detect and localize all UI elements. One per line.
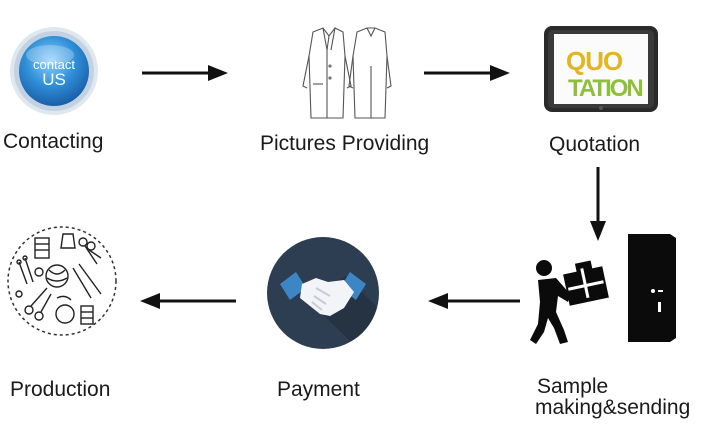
quotation-screen-text-row2: TATION — [568, 75, 642, 102]
arrow-down — [590, 167, 606, 241]
step-label-pictures-providing: Pictures Providing — [260, 132, 430, 155]
contact-us-badge-icon: contact US — [10, 27, 98, 115]
quotation-tablet-icon: QUO TATION — [544, 26, 658, 112]
coat-sketch-icon — [302, 27, 392, 119]
delivery-person-door-icon — [530, 234, 676, 344]
step-label-quotation: Quotation — [549, 133, 641, 156]
arrow-left-2 — [140, 293, 236, 309]
step-label-payment: Payment — [277, 378, 360, 401]
badge-text-line2: US — [42, 70, 66, 89]
sewing-tools-icon — [7, 226, 117, 336]
arrow-right-2 — [424, 65, 510, 81]
step-label-making-sending: making&sending — [535, 396, 691, 419]
step-label-sample: Sample — [537, 375, 609, 398]
quotation-screen-text-row1: QUO — [566, 46, 623, 76]
badge-text-line1: contact — [33, 57, 75, 72]
handshake-icon — [267, 237, 379, 349]
arrow-left-1 — [428, 293, 520, 309]
arrow-right-1 — [142, 65, 228, 81]
step-label-contacting: Contacting — [3, 130, 104, 153]
step-label-production: Production — [10, 378, 111, 401]
